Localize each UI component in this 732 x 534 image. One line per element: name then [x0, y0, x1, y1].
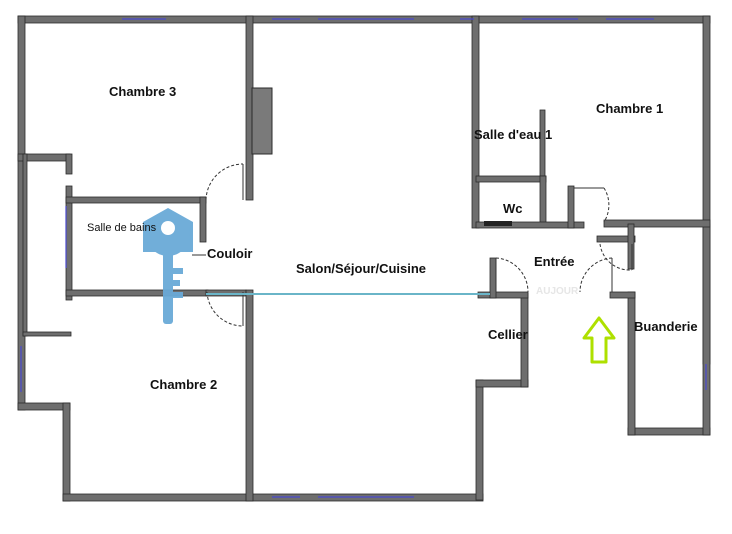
room-label-chambre-1: Chambre 1 — [596, 101, 664, 116]
wall — [539, 175, 547, 227]
doors — [192, 163, 633, 327]
wall — [471, 15, 480, 229]
wall — [567, 185, 575, 229]
room-label-cellier: Cellier — [488, 327, 528, 342]
room-label-chambre-3: Chambre 3 — [109, 84, 177, 99]
door-swing — [206, 291, 244, 327]
room-label-couloir: Couloir — [207, 246, 253, 261]
wall — [539, 109, 546, 181]
wall — [65, 196, 207, 204]
wall — [65, 289, 209, 297]
wall — [65, 153, 73, 175]
watermark: AUJOUR — [536, 286, 579, 297]
wall — [473, 15, 711, 24]
wall — [475, 379, 484, 501]
wall — [603, 219, 711, 228]
door-swing — [579, 257, 613, 293]
door-swing — [599, 243, 633, 271]
wall — [475, 379, 529, 388]
wall — [627, 291, 636, 436]
room-label-entree: Entrée — [534, 254, 575, 269]
door-swing — [603, 187, 610, 223]
wall — [475, 221, 585, 229]
wall — [627, 223, 635, 270]
key-icon — [143, 208, 193, 324]
wall — [627, 427, 711, 436]
wall — [596, 235, 636, 243]
wall — [489, 257, 497, 299]
door-swing — [495, 257, 529, 293]
room-label-salle-de-bains: Salle de bains — [87, 222, 157, 234]
room-label-salle-eau: Salle d'eau 1 — [474, 127, 553, 142]
interior-walls — [17, 15, 711, 502]
room-label-chambre-2: Chambre 2 — [150, 377, 218, 392]
wall — [22, 153, 28, 337]
wall — [17, 402, 71, 411]
wall — [609, 291, 636, 299]
wall — [22, 331, 72, 337]
wc-fixture — [484, 221, 512, 226]
door-swing — [205, 163, 244, 201]
windows — [20, 18, 707, 498]
chimney — [251, 87, 273, 155]
room-label-salon: Salon/Séjour/Cuisine — [296, 261, 427, 276]
wall — [702, 223, 711, 436]
arrow-up-icon — [582, 316, 616, 364]
wall — [199, 196, 207, 243]
wall — [475, 175, 547, 183]
room-label-buanderie: Buanderie — [634, 319, 698, 334]
room-label-wc: Wc — [503, 201, 523, 216]
wall — [62, 402, 71, 502]
wall — [245, 289, 254, 502]
